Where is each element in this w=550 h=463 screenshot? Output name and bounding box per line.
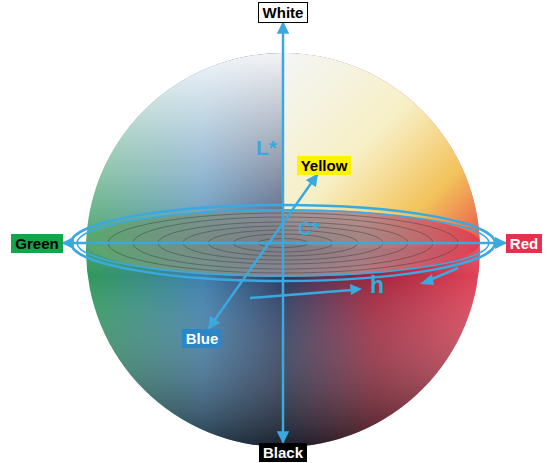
color-name: Green — [15, 235, 58, 252]
pole-label-box: Black — [259, 443, 307, 462]
color-name: White — [263, 4, 304, 21]
color-name: Red — [510, 235, 538, 252]
color-name: Black — [263, 444, 303, 461]
hue-label-box: Blue — [182, 329, 223, 348]
axis-arrow — [209, 175, 318, 329]
hue-label-box: Yellow — [297, 156, 352, 175]
axis-arrow — [282, 23, 285, 443]
color-name: Blue — [186, 330, 219, 347]
hue-label-box: Red — [506, 234, 542, 253]
color-name: Yellow — [301, 157, 348, 174]
axis-symbol: h — [370, 272, 384, 299]
axis-symbol: C* — [298, 218, 319, 240]
hue-label-box: Green — [11, 234, 62, 253]
axis-arrow — [63, 242, 506, 245]
axis-symbol: L* — [256, 136, 277, 160]
pole-label-box: White — [258, 2, 309, 23]
hue-arrows — [250, 268, 458, 298]
sphere-body — [80, 50, 490, 460]
